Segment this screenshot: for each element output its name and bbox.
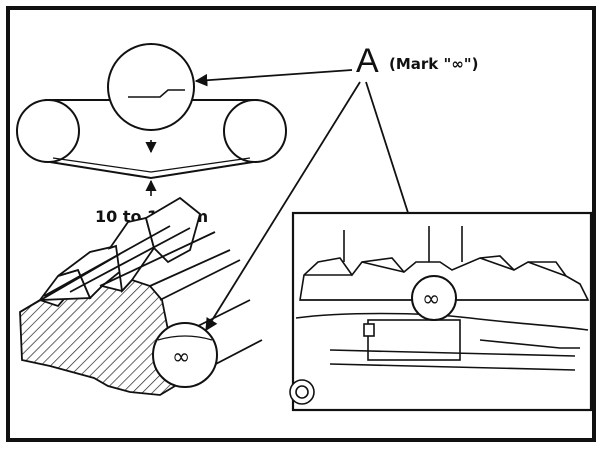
belt-infinity-mark: ∞ <box>172 345 190 370</box>
arrow-to-belt-teeth <box>205 81 361 332</box>
top-tensioner-pulley <box>107 43 195 131</box>
callout-letter-a: A <box>356 42 379 80</box>
photo-infinity-mark: ∞ <box>422 287 440 312</box>
photo-mark-magnifier <box>411 275 457 321</box>
belt-mark-magnifier <box>152 322 218 388</box>
callout-mark-label: (Mark "∞") <box>389 55 478 73</box>
arrow-to-tensioner <box>194 69 353 87</box>
belt-lower-run <box>49 161 254 180</box>
toothed-belt-section <box>19 196 263 396</box>
photo-inset: ∞ <box>289 211 593 412</box>
pulley-belt-view <box>16 43 287 180</box>
tensioner-mark <box>128 89 185 98</box>
